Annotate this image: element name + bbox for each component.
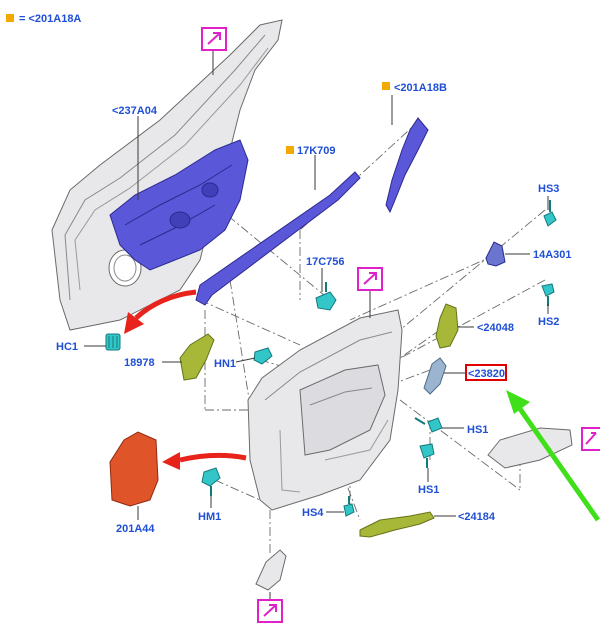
label-HS1-lower[interactable]: HS1 (418, 484, 439, 496)
label-17K709[interactable]: 17K709 (297, 145, 336, 157)
label-14A301[interactable]: 14A301 (533, 249, 572, 261)
label-HS4[interactable]: HS4 (302, 507, 324, 519)
clip-HM1 (201, 467, 221, 496)
clip-17C756 (315, 282, 337, 311)
material-square-icon (6, 14, 14, 22)
screw-HS2 (541, 283, 555, 306)
highlight-box (465, 364, 507, 381)
label-HS3[interactable]: HS3 (538, 183, 559, 195)
door-frame (51, 19, 283, 331)
belt-moulding-17K709 (195, 171, 361, 306)
label-24048[interactable]: <24048 (477, 322, 514, 334)
switch-pack (487, 427, 573, 469)
screw-HS1-upper (414, 417, 443, 433)
door-trim-panel (247, 309, 403, 511)
clip-HN1 (253, 347, 273, 365)
highlighted-callout-23820[interactable]: <23820 (465, 364, 507, 381)
view-link-icon[interactable] (357, 267, 383, 291)
label-201A44[interactable]: 201A44 (116, 523, 155, 535)
red-arrow-icon (124, 289, 197, 334)
screw-HS3 (543, 200, 557, 227)
label-24184[interactable]: <24184 (458, 511, 496, 523)
handle-insert-23820 (423, 357, 447, 395)
label-HS1-upper[interactable]: HS1 (467, 424, 488, 436)
trim-24184 (359, 511, 435, 538)
red-arrow-icon (162, 452, 247, 470)
material-square-icon (382, 82, 390, 90)
pad-201A44 (109, 431, 159, 507)
callout-labels: <201A18B <237A04 17K709 17C756 HS3 14A30… (56, 82, 572, 535)
label-237A04[interactable]: <237A04 (112, 105, 158, 117)
view-link-icon[interactable] (201, 27, 227, 51)
material-square-icon (286, 146, 294, 154)
trim-24048 (435, 303, 459, 349)
pillar-trim-201A18B (385, 117, 429, 214)
green-arrow-icon (506, 390, 600, 522)
label-18978[interactable]: 18978 (124, 357, 155, 369)
legend-text: = <201A18A (19, 13, 81, 25)
clip-HC1 (105, 333, 121, 351)
label-17C756[interactable]: 17C756 (306, 256, 345, 268)
bracket-18978 (179, 333, 215, 381)
lower-trim-piece (255, 549, 287, 591)
screw-HS4 (343, 496, 355, 517)
view-link-icon[interactable] (581, 427, 600, 451)
view-link-icon[interactable] (257, 599, 283, 623)
material-legend: = <201A18A (6, 13, 81, 25)
screw-HS1-lower (419, 443, 435, 468)
label-HM1[interactable]: HM1 (198, 511, 221, 523)
label-201A18B[interactable]: <201A18B (394, 82, 447, 94)
bracket-14A301 (485, 241, 506, 267)
label-HC1[interactable]: HC1 (56, 341, 78, 353)
label-HN1[interactable]: HN1 (214, 358, 236, 370)
label-23820[interactable]: <23820 (468, 368, 505, 380)
leader-lines (84, 50, 549, 600)
label-HS2[interactable]: HS2 (538, 316, 559, 328)
